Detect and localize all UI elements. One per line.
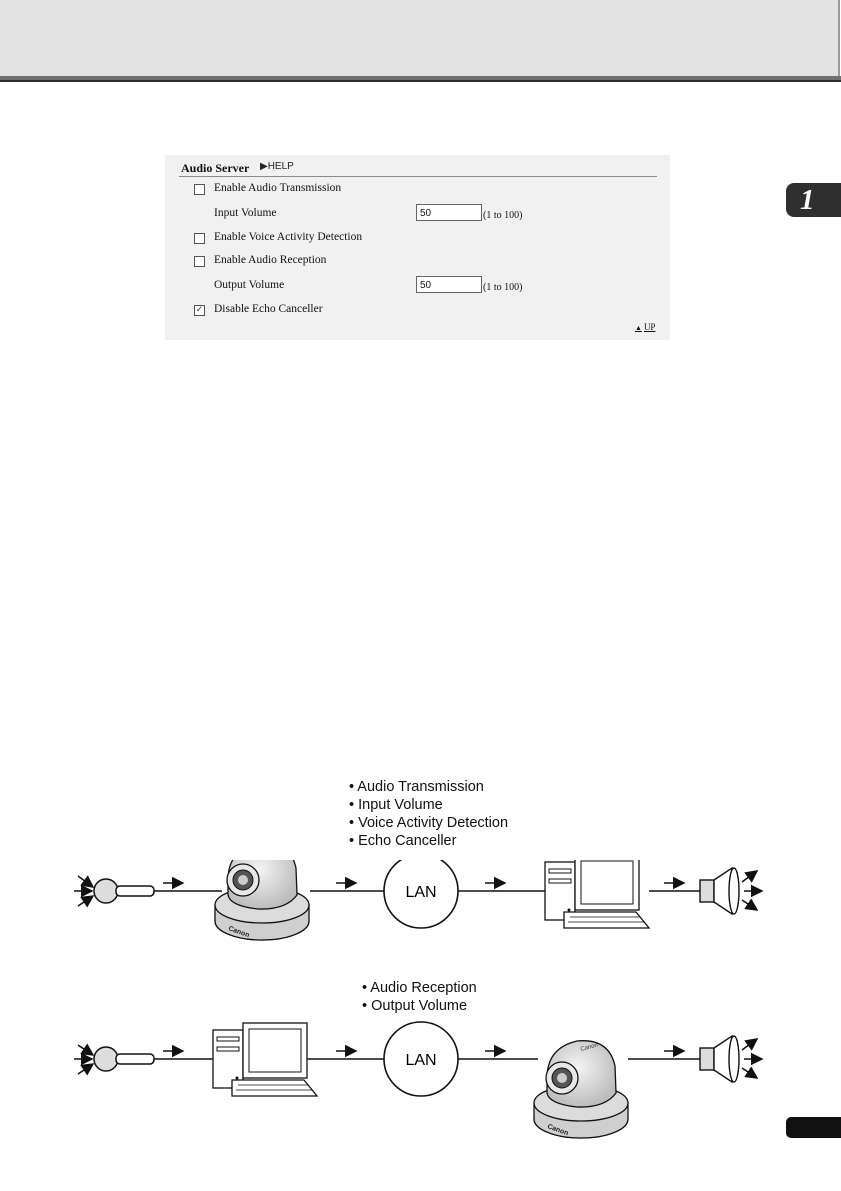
input-volume-range: (1 to 100): [483, 210, 522, 221]
panel-divider: [179, 176, 657, 177]
output-volume-range: (1 to 100): [483, 282, 522, 293]
input-volume-field[interactable]: 50: [416, 204, 482, 221]
enable-audio-transmission-checkbox[interactable]: [194, 184, 205, 195]
output-volume-label: Output Volume: [214, 279, 284, 291]
chapter-tab: 1: [786, 183, 841, 217]
up-link-label: UP: [644, 322, 656, 332]
page-number-tab: [786, 1117, 841, 1138]
up-triangle-icon: ▲: [635, 324, 642, 332]
row1-computer-icon: [545, 860, 649, 928]
disable-echo-canceller-label: Disable Echo Canceller: [214, 303, 323, 315]
enable-audio-reception-label: Enable Audio Reception: [214, 254, 326, 266]
input-volume-label: Input Volume: [214, 207, 277, 219]
enable-audio-transmission-label: Enable Audio Transmission: [214, 182, 341, 194]
header-rule: [0, 76, 841, 82]
audio-server-panel: Audio Server ▶HELP Enable Audio Transmis…: [165, 155, 670, 340]
bullet-item: • Audio Transmission: [349, 778, 508, 796]
help-link[interactable]: ▶HELP: [260, 161, 294, 172]
row2-lan-label: LAN: [405, 1052, 436, 1069]
row2-microphone-icon: [74, 1045, 154, 1074]
transmission-settings-list: • Audio Transmission • Input Volume • Vo…: [349, 778, 508, 850]
row2-computer-icon: [213, 1023, 317, 1096]
bullet-item: • Voice Activity Detection: [349, 814, 508, 832]
header-band: [0, 0, 840, 76]
enable-audio-reception-checkbox[interactable]: [194, 256, 205, 267]
audio-flow-diagram: Canon Canon LAN: [0, 860, 841, 1150]
enable-voice-activity-detection-label: Enable Voice Activity Detection: [214, 231, 362, 243]
bullet-item: • Input Volume: [349, 796, 508, 814]
row2-speaker-icon: [700, 1036, 762, 1082]
row1-microphone-icon: [74, 876, 154, 906]
row1-camera-icon: Canon Canon: [215, 860, 309, 940]
disable-echo-canceller-checkbox[interactable]: ✓: [194, 305, 205, 316]
up-link[interactable]: ▲UP: [635, 322, 655, 332]
chapter-number: 1: [800, 183, 815, 217]
row1-speaker-icon: [700, 868, 762, 914]
enable-voice-activity-detection-checkbox[interactable]: [194, 233, 205, 244]
panel-title: Audio Server: [181, 161, 249, 176]
row2-camera-icon: Canon Canon: [534, 1041, 628, 1138]
output-volume-field[interactable]: 50: [416, 276, 482, 293]
row1-lan-label: LAN: [405, 884, 436, 901]
bullet-item: • Echo Canceller: [349, 832, 508, 850]
